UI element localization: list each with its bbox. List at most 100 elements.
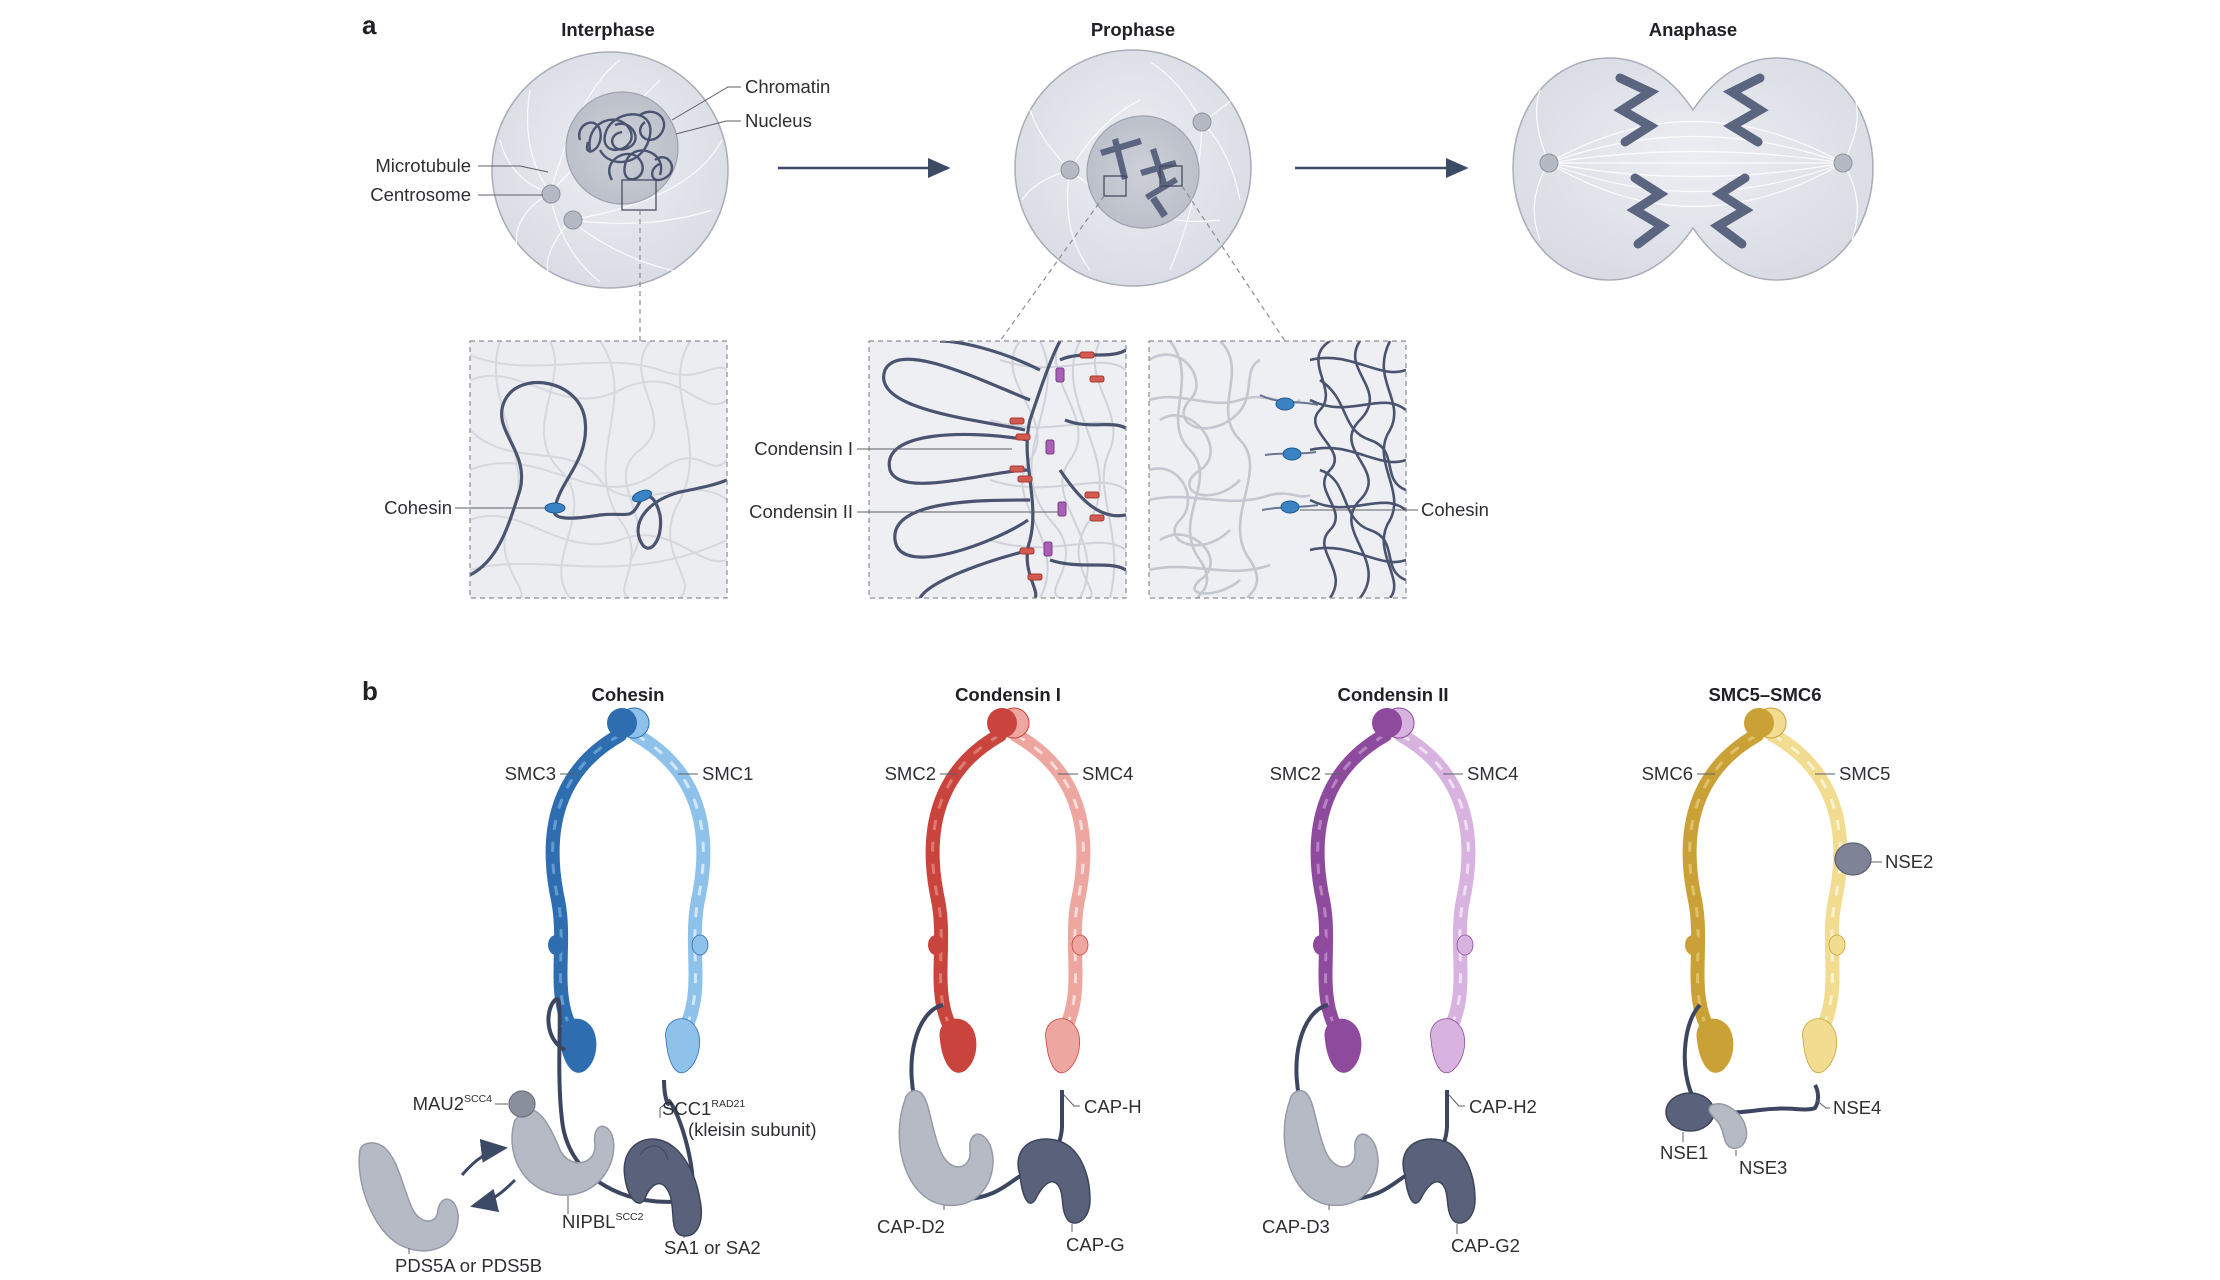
centrosome-1 (541, 184, 561, 204)
condensin-2-smc4-label: SMC4 (1467, 763, 1518, 784)
scc1-superscript: RAD21 (711, 1098, 745, 1110)
condensin_2-hinge-left (1372, 708, 1402, 738)
cap-d2-label: CAP-D2 (877, 1216, 945, 1237)
interphase-zoom-box (621, 179, 657, 211)
smc5-6-accessory (1665, 842, 1872, 1149)
condensin_1-hinge-left (987, 708, 1017, 738)
condensin-2-complex (1310, 707, 1476, 1074)
anaphase-centrosome-1 (1539, 153, 1559, 173)
scc1-name: SCC1 (662, 1098, 711, 1119)
anaphase-chromatids (1613, 73, 1769, 249)
condensin_1-right-elbow (1071, 934, 1089, 956)
smc5_6-right-arm (1766, 728, 1848, 1047)
smc5_6-left-arm-coil (1688, 733, 1758, 1041)
anaphase-centrosome-2 (1833, 153, 1853, 173)
cohesin-complex (545, 707, 711, 1074)
cohesin-hinge-left (607, 708, 637, 738)
smc5_6-right-elbow (1828, 934, 1846, 956)
mau2-name: MAU2 (413, 1093, 464, 1114)
condensin-2-accessory (1283, 1003, 1476, 1224)
condensin-1-title: Condensin I (955, 684, 1061, 705)
cohesin-accessory (358, 997, 702, 1252)
prophase-cell (1014, 49, 1252, 287)
anaphase-cell (1512, 57, 1874, 281)
exchange-arrow-bottom (470, 1178, 517, 1213)
prophase-centrosome-1 (1060, 160, 1080, 180)
condensin-2-markers (1043, 367, 1067, 557)
condensin_2-right-head (1430, 1018, 1466, 1074)
cohesin-smc3-label: SMC3 (505, 763, 556, 784)
nse4-label: NSE4 (1833, 1097, 1881, 1118)
condensin_2-right-elbow (1456, 934, 1474, 956)
pds5-label: PDS5A or PDS5B (395, 1255, 542, 1276)
nipbl-subunit (511, 1108, 615, 1196)
nse3-label: NSE3 (1739, 1157, 1787, 1178)
panel-a-letter: a (362, 10, 377, 40)
smc5-6-title: SMC5–SMC6 (1708, 684, 1821, 705)
interphase-heading: Interphase (561, 19, 655, 40)
cohesin-right-head (665, 1018, 701, 1074)
cap-g2-label: CAP-G2 (1451, 1235, 1520, 1256)
condensin_2-right-arm (1394, 728, 1476, 1047)
microtubule-label: Microtubule (375, 155, 471, 176)
condensin_1-left-elbow (928, 935, 944, 955)
cohesin-left-arm (545, 728, 627, 1047)
cohesin-left-arm-coil (551, 733, 621, 1041)
condensin_2-left-elbow (1313, 935, 1329, 955)
cohesin-prophase-label: Cohesin (1421, 499, 1489, 520)
nse2-label: NSE2 (1885, 851, 1933, 872)
condensin_2-left-head (1324, 1018, 1362, 1073)
smc5_6-hinge-left (1744, 708, 1774, 738)
condensin-2-label: Condensin II (749, 501, 853, 522)
condensin-2-smc2-label: SMC2 (1270, 763, 1321, 784)
cap-g2-subunit (1402, 1138, 1476, 1224)
smc5_6-left-head (1696, 1018, 1734, 1073)
zoom-line-prophase-left (999, 195, 1105, 342)
pds5-subunit (358, 1142, 459, 1252)
condensin_2-right-arm-coil (1400, 733, 1470, 1041)
light-chromatid (1149, 341, 1311, 598)
cohesin-right-arm-coil (635, 733, 705, 1041)
condensin-1-smc2-label: SMC2 (885, 763, 936, 784)
condensin_1-left-arm-coil (931, 733, 1001, 1041)
kleisin-subunit-label: (kleisin subunit) (688, 1119, 817, 1140)
centrosome-2 (563, 210, 583, 230)
interphase-chromatin-fiber (470, 381, 727, 577)
nucleus-label: Nucleus (745, 110, 812, 131)
smc5-6-smc6-label: SMC6 (1642, 763, 1693, 784)
cap-g-subunit (1017, 1138, 1091, 1224)
condensin-1-smc4-label: SMC4 (1082, 763, 1133, 784)
cap-g-label: CAP-G (1066, 1234, 1125, 1255)
smc5_6-right-head (1802, 1018, 1838, 1074)
mau2-label: MAU2SCC4 (413, 1093, 493, 1114)
smc5_6-left-elbow (1685, 935, 1701, 955)
interphase-cell (491, 51, 729, 289)
cohesin-ring-prophase-2 (1282, 447, 1302, 461)
cohesin-ring-interphase-1 (544, 502, 566, 514)
nse1-label: NSE1 (1660, 1142, 1708, 1163)
panel-b-letter: b (362, 676, 378, 706)
nse1-subunit (1665, 1092, 1715, 1132)
exchange-arrow-top (460, 1138, 508, 1176)
condensin_1-right-arm-coil (1015, 733, 1085, 1041)
condensin_2-left-arm (1310, 728, 1392, 1047)
mau2-subunit (508, 1090, 536, 1118)
cap-d2-subunit (898, 1089, 994, 1207)
prophase-inset-cohesin (1148, 340, 1407, 599)
condensin-1-accessory (898, 1003, 1091, 1224)
nse3-subunit (1708, 1103, 1748, 1149)
prophase-zoom-box-2 (1159, 165, 1183, 187)
cohesin-title: Cohesin (592, 684, 665, 705)
cohesin-left-head (559, 1018, 597, 1073)
cohesin-smc1-label: SMC1 (702, 763, 753, 784)
prophase-chromosomes (1100, 138, 1178, 218)
nipbl-label: NIPBLSCC2 (562, 1211, 644, 1232)
cohesin-right-arm (629, 728, 711, 1047)
nipbl-name: NIPBL (562, 1211, 615, 1232)
condensin_2-left-arm-coil (1316, 733, 1386, 1041)
nse2-subunit (1834, 842, 1872, 876)
smc5_6-left-arm (1682, 728, 1764, 1047)
chromatin-label: Chromatin (745, 76, 830, 97)
prophase-chromatin-loops (882, 341, 1126, 598)
sa-label: SA1 or SA2 (664, 1237, 761, 1258)
